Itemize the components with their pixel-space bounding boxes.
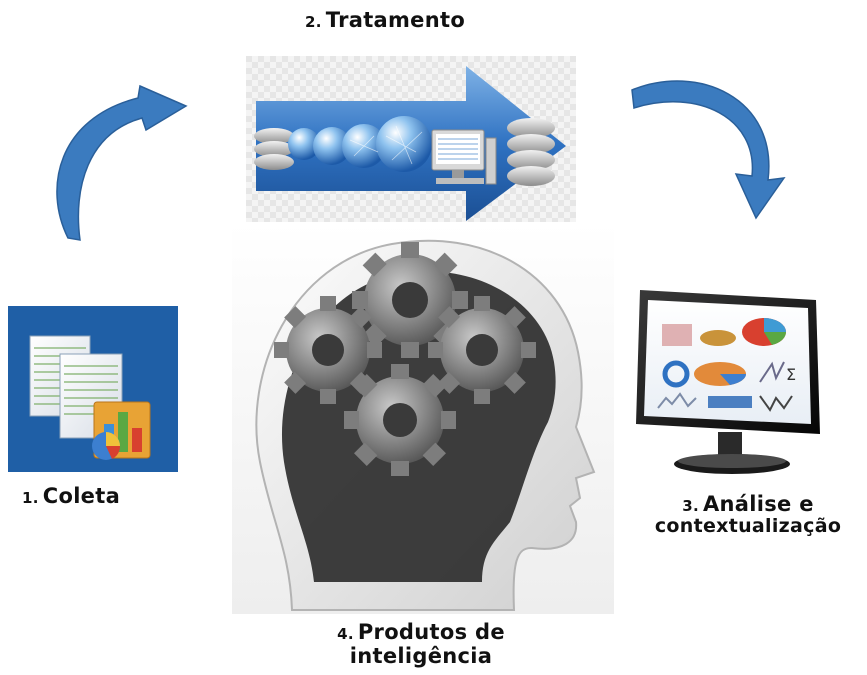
- database-icon-right: [507, 118, 555, 186]
- database-icon-left: [254, 128, 294, 170]
- coleta-image: [8, 306, 178, 472]
- gear-icon: [428, 296, 536, 404]
- analise-image: Σ: [636, 286, 832, 482]
- step-label-coleta: 1.Coleta: [22, 484, 121, 508]
- tratamento-image: [246, 56, 576, 226]
- gear-icon: [344, 364, 456, 476]
- database-arrow-icon: [246, 56, 576, 226]
- data-sphere: [313, 127, 351, 165]
- spreadsheet-chart-icon: [29, 335, 151, 460]
- monitor-charts-icon: Σ: [636, 290, 820, 474]
- step-label-produtos: 4.Produtos de inteligência: [337, 620, 505, 669]
- gear-icon: [274, 296, 382, 404]
- cycle-arrow-left: [56, 84, 188, 241]
- gear-icon: [352, 242, 468, 358]
- chart-thumbnails: Σ: [657, 318, 796, 412]
- step-label-analise: 3.Análise e contextualização: [654, 492, 842, 538]
- svg-text:Σ: Σ: [786, 365, 796, 384]
- produtos-image: [232, 222, 614, 614]
- head-gears-icon: [232, 222, 614, 614]
- data-sphere: [288, 128, 320, 160]
- cycle-arrow-right: [631, 80, 786, 220]
- step-label-tratamento: 2.Tratamento: [305, 8, 466, 32]
- computer-monitor-icon: [431, 129, 497, 185]
